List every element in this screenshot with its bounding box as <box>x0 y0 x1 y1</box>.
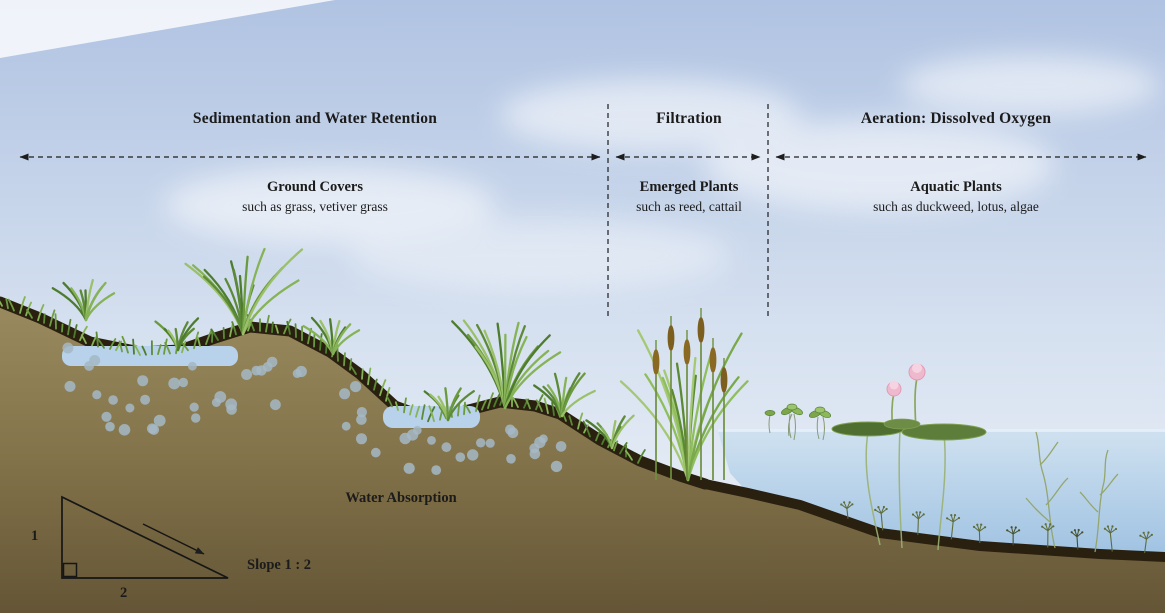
slope-triangle <box>61 495 229 579</box>
zone-arrows <box>19 104 1147 318</box>
zone3-title: Aeration: Dissolved Oxygen <box>860 110 1052 127</box>
zone2-plant-subtitle: such as reed, cattail <box>636 199 742 214</box>
sky-highlight <box>0 0 335 58</box>
zone2-title: Filtration <box>656 110 722 127</box>
terrace-water-upper <box>62 346 238 366</box>
algae-plants <box>1025 431 1119 553</box>
right-angle-mark <box>62 562 78 578</box>
slope-ratio-label: Slope 1 : 2 <box>247 557 312 573</box>
grass-tufts <box>51 247 635 450</box>
zone1-title: Sedimentation and Water Retention <box>192 110 438 127</box>
slope-rise-label: 1 <box>31 528 39 544</box>
water-absorption-label: Water Absorption <box>345 490 457 506</box>
zone2-plant-title: Emerged Plants <box>639 179 739 195</box>
zone1-plant-title: Ground Covers <box>266 179 364 195</box>
floating-duckweed-plants <box>764 403 832 441</box>
absorbed-water-dots <box>62 342 567 475</box>
lotus-plants <box>831 363 987 551</box>
slope-run-label: 2 <box>120 585 128 601</box>
slope-direction-arrow <box>142 523 205 555</box>
clouds <box>165 55 1160 291</box>
zone3-plant-subtitle: such as duckweed, lotus, algae <box>873 199 1039 214</box>
pond-bank-topsoil <box>700 479 1165 562</box>
terrace-water-lower <box>383 406 480 428</box>
underwater-plants <box>840 501 1153 554</box>
zone1-plant-subtitle: such as grass, vetiver grass <box>242 199 388 214</box>
zone3-plant-title: Aquatic Plants <box>910 179 1002 195</box>
cattail-plants <box>619 308 749 482</box>
